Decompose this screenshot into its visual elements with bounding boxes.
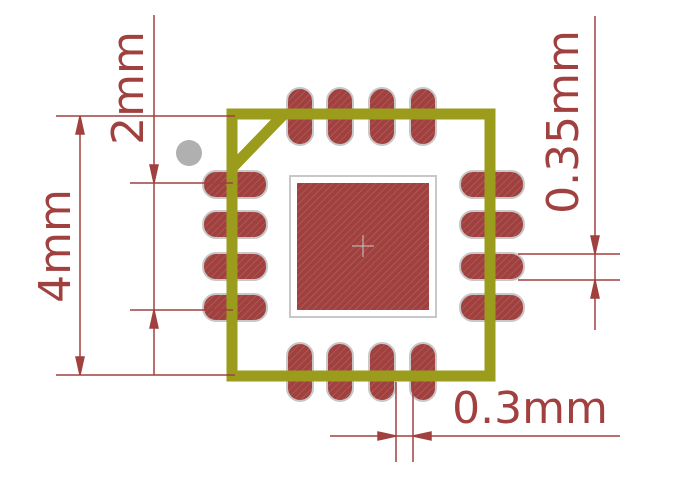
dimension-pad-width-label: 0.3mm xyxy=(452,383,608,434)
dimension-height-label: 4mm xyxy=(30,189,81,303)
dimension-pad-pitch-label: 0.35mm xyxy=(538,30,589,214)
dimension-pad-pitch xyxy=(518,16,620,330)
dimension-pad-width xyxy=(330,382,620,462)
exposed-pad-outline xyxy=(289,175,437,318)
crosshair-icon xyxy=(352,235,374,257)
dimension-pad-span-label: 2mm xyxy=(103,31,154,145)
package-outline xyxy=(226,108,496,382)
dimension-pad-span xyxy=(130,15,233,375)
dimension-height xyxy=(56,115,235,376)
pin1-marker-icon xyxy=(176,140,202,166)
